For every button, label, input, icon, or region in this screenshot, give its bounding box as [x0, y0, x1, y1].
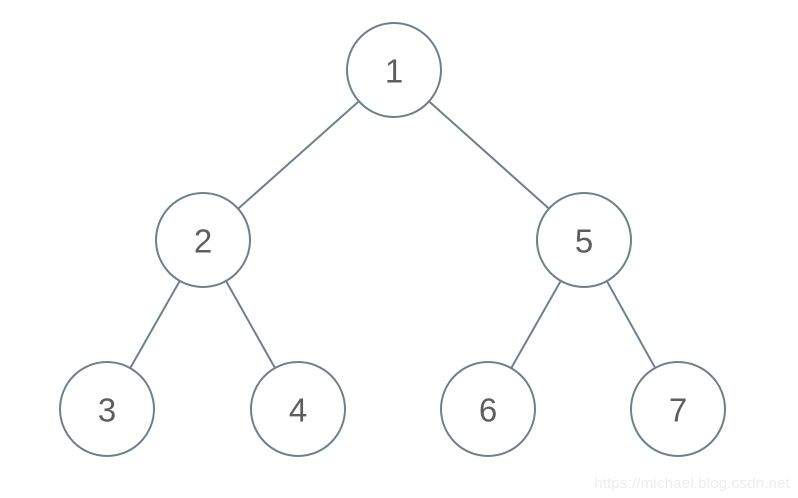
node-label-2: 2 [194, 223, 212, 260]
node-circle-4 [250, 361, 346, 457]
node-circle-3 [59, 361, 155, 457]
tree-edge-2-4 [225, 279, 276, 370]
node-label-5: 5 [575, 223, 593, 260]
tree-edge-2-3 [129, 279, 181, 370]
tree-node-5[interactable]: 5 [536, 192, 632, 288]
node-label-6: 6 [479, 392, 497, 429]
tree-edge-1-5 [428, 100, 550, 210]
tree-node-1[interactable]: 1 [346, 22, 442, 118]
watermark: https://michael.blog.csdn.net [594, 475, 790, 492]
nodes-group: 1 2 5 3 4 6 7 [59, 22, 726, 457]
node-circle-1 [346, 22, 442, 118]
node-circle-7 [630, 361, 726, 457]
node-circle-2 [155, 192, 251, 288]
tree-node-7[interactable]: 7 [630, 361, 726, 457]
node-circle-5 [536, 192, 632, 288]
edges-group [129, 100, 657, 370]
node-label-7: 7 [669, 392, 687, 429]
tree-node-4[interactable]: 4 [250, 361, 346, 457]
node-label-4: 4 [289, 392, 307, 429]
tree-edge-5-7 [605, 280, 657, 369]
tree-node-6[interactable]: 6 [440, 361, 536, 457]
tree-edge-5-6 [510, 279, 562, 370]
tree-edge-1-2 [237, 100, 360, 210]
node-label-1: 1 [385, 53, 403, 90]
tree-node-2[interactable]: 2 [155, 192, 251, 288]
node-circle-6 [440, 361, 536, 457]
tree-node-3[interactable]: 3 [59, 361, 155, 457]
node-label-3: 3 [98, 392, 116, 429]
